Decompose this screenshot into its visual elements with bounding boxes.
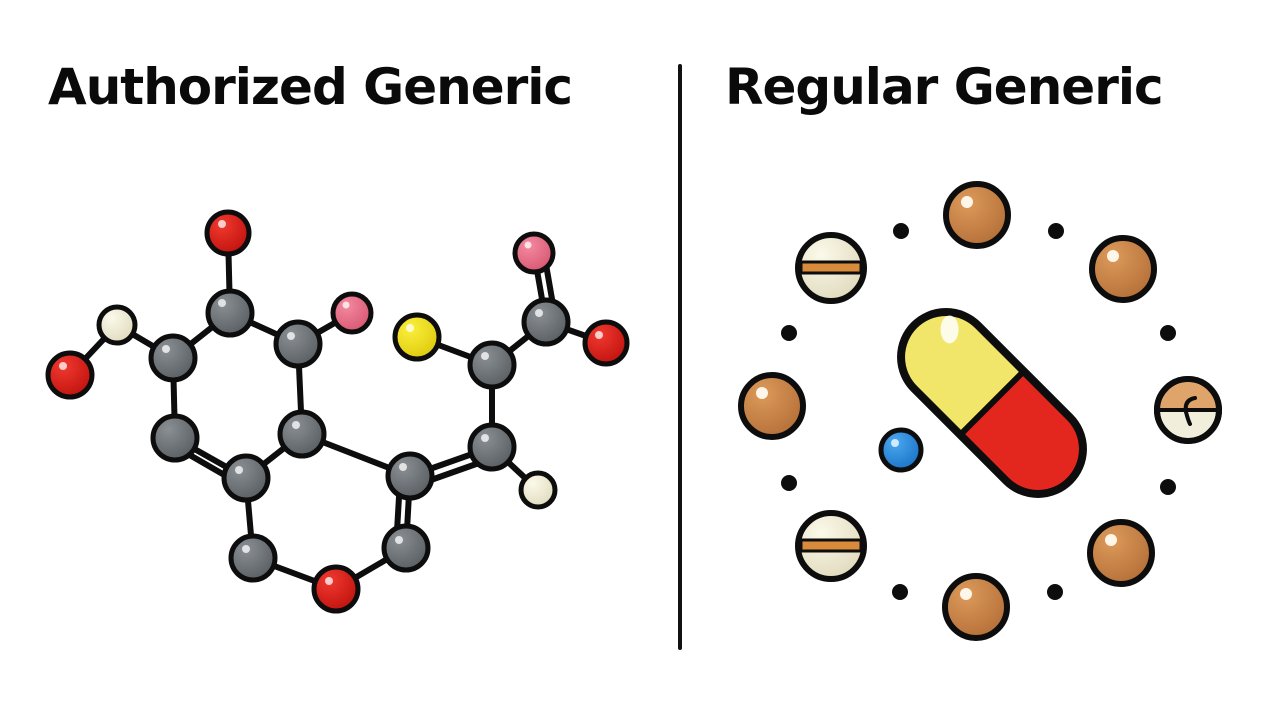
carbon-atom xyxy=(205,288,255,338)
carbon-atom xyxy=(221,453,271,503)
carbon-atom xyxy=(385,451,435,501)
oxygen-atom xyxy=(204,209,252,257)
oxygen-atom xyxy=(311,564,361,614)
panel-divider xyxy=(678,64,682,650)
hydrogen-atom xyxy=(96,304,138,346)
pill-highlights xyxy=(756,196,1119,600)
carbon-atom xyxy=(521,297,571,347)
regular-generic-title: Regular Generic xyxy=(725,58,1164,116)
molecule-bonds xyxy=(67,230,609,592)
carbon-atom xyxy=(273,319,323,369)
pill-ring-illustration xyxy=(738,181,1222,641)
oxygen-atom xyxy=(45,350,95,400)
scored-tablet xyxy=(795,232,867,582)
carbon-atom xyxy=(150,413,200,463)
brown-pill xyxy=(738,181,1157,641)
authorized-generic-title: Authorized Generic xyxy=(48,58,573,116)
pink-atom xyxy=(330,291,374,335)
molecule-diagram xyxy=(45,209,630,614)
blue-bead xyxy=(878,427,924,473)
carbon-atom xyxy=(277,409,327,459)
carbon-atom xyxy=(467,422,517,472)
carbon-atom xyxy=(228,533,278,583)
carbon-atom xyxy=(381,523,431,573)
carbon-atom xyxy=(467,340,517,390)
sulfur-atom xyxy=(392,312,442,362)
pink-atom xyxy=(512,231,556,275)
capsule xyxy=(897,308,1087,498)
carbon-atom xyxy=(148,333,198,383)
split-tablet xyxy=(1154,376,1222,444)
oxygen-atom xyxy=(582,319,630,367)
molecule-atoms xyxy=(45,209,630,614)
atom-highlights xyxy=(59,220,603,585)
ring-dots xyxy=(781,223,1176,600)
hydrogen-atom xyxy=(518,470,558,510)
